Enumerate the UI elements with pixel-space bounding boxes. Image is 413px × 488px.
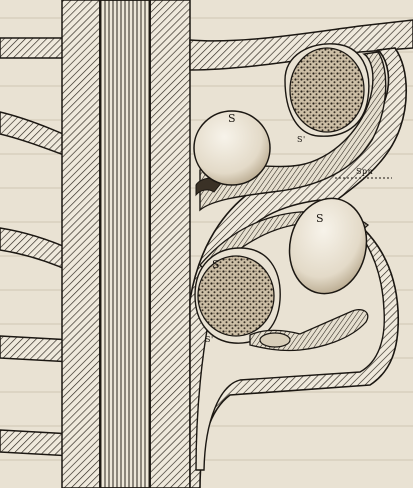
label-spore-left: S	[212, 258, 220, 271]
label-spore-top-sub: S'	[297, 135, 306, 144]
stem-central-strand	[100, 0, 150, 488]
left-branch-lower	[0, 336, 72, 362]
stem-outer-right	[150, 0, 190, 488]
label-spore-top: S	[228, 112, 236, 125]
left-branch-middle	[0, 228, 72, 272]
stem-outer-left	[62, 0, 100, 488]
left-branch-upper	[0, 112, 72, 158]
left-branch-top	[0, 38, 70, 58]
label-spore-bottom-sub: S'	[205, 335, 214, 344]
label-spore-right: S	[316, 212, 324, 225]
small-bud	[260, 333, 290, 347]
left-branch-bottom	[0, 430, 72, 456]
sporangium-top	[285, 44, 369, 136]
label-sporangium: Spn	[356, 167, 373, 176]
sporangium-bottom	[195, 248, 280, 343]
